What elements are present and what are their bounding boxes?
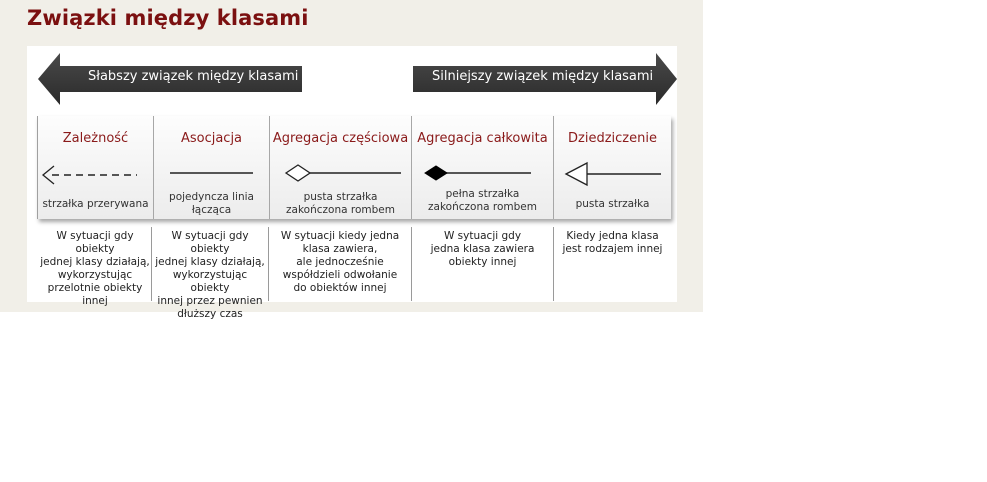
- box-caption: pusta strzałka zakończona rombem: [270, 191, 411, 217]
- description-zaleznosc: W sytuacji gdy obiekty jednej klasy dzia…: [38, 230, 152, 308]
- filled-diamond-icon: [424, 165, 531, 181]
- description-agregacja-calkowita: W sytuacji gdy jedna klasa zawiera obiek…: [412, 230, 553, 269]
- stronger-arrow-right: [413, 53, 677, 105]
- description-line: do obiektów innej: [293, 282, 387, 294]
- caption-line: pełna strzałka: [445, 188, 520, 200]
- stronger-arrow-label: Silniejszy związek między klasami: [432, 69, 654, 84]
- description-line: jest rodzajem innej: [562, 243, 663, 255]
- description-asocjacja: W sytuacji gdy obiekty jednej klasy dzia…: [152, 230, 268, 321]
- description-line: innej przez pewnien: [157, 295, 263, 307]
- description-line: wykorzystując obiekty: [172, 269, 248, 294]
- caption-line: łącząca: [191, 204, 232, 216]
- description-line: Kiedy jedna klasa: [566, 230, 659, 242]
- column-divider: [268, 227, 269, 301]
- description-line: dłuższy czas: [177, 308, 243, 320]
- page-title: Związki między klasami: [27, 6, 309, 30]
- description-dziedziczenie: Kiedy jedna klasa jest rodzajem innej: [554, 230, 671, 256]
- box-title: Agregacja częściowa: [272, 131, 409, 146]
- description-line: przelotnie obiekty: [47, 282, 143, 294]
- box-caption: pojedyncza linia łącząca: [154, 191, 269, 217]
- box-caption: strzałka przerywana: [42, 198, 149, 210]
- description-line: obiekty innej: [448, 256, 517, 268]
- box-asocjacja: Asocjacja pojedyncza linia łącząca: [154, 116, 270, 219]
- hollow-triangle-arrow-icon: [564, 161, 661, 187]
- description-line: klasa zawiera,: [302, 243, 378, 255]
- weaker-arrow-left: [38, 53, 302, 105]
- caption-line: pusta strzałka: [303, 191, 378, 203]
- description-line: W sytuacji gdy obiekty: [56, 230, 134, 255]
- hollow-diamond-icon: [284, 164, 401, 182]
- column-divider: [411, 227, 412, 301]
- description-agregacja-czesciowa: W sytuacji kiedy jedna klasa zawiera, al…: [269, 230, 411, 295]
- description-line: ale jednocześnie: [296, 256, 384, 268]
- description-line: wykorzystując: [57, 269, 133, 281]
- dashed-open-arrow-icon: [41, 165, 137, 185]
- caption-line: zakończona rombem: [428, 201, 537, 213]
- description-line: jedna klasa zawiera: [430, 243, 535, 255]
- weaker-arrow-label: Słabszy związek między klasami: [88, 69, 299, 84]
- box-zaleznosc: Zależność strzałka przerywana: [38, 116, 154, 219]
- description-line: W sytuacji gdy: [443, 230, 522, 242]
- description-line: jednej klasy działają,: [40, 256, 150, 268]
- column-divider: [553, 227, 554, 301]
- description-line: współdzieli odwołanie: [282, 269, 398, 281]
- description-line: innej: [82, 295, 108, 307]
- box-dziedziczenie: Dziedziczenie pusta strzałka: [554, 116, 671, 219]
- box-caption: pusta strzałka: [575, 198, 650, 210]
- box-title: Zależność: [62, 131, 129, 146]
- description-line: W sytuacji kiedy jedna: [280, 230, 400, 242]
- description-line: jednej klasy działają,: [155, 256, 265, 268]
- box-caption: pełna strzałka zakończona rombem: [412, 188, 553, 214]
- description-line: W sytuacji gdy obiekty: [171, 230, 249, 255]
- caption-line: zakończona rombem: [286, 204, 395, 216]
- column-divider: [151, 227, 152, 301]
- box-title: Agregacja całkowita: [417, 131, 548, 146]
- box-title: Asocjacja: [180, 131, 243, 146]
- box-title: Dziedziczenie: [568, 131, 657, 146]
- caption-line: pojedyncza linia: [169, 191, 254, 203]
